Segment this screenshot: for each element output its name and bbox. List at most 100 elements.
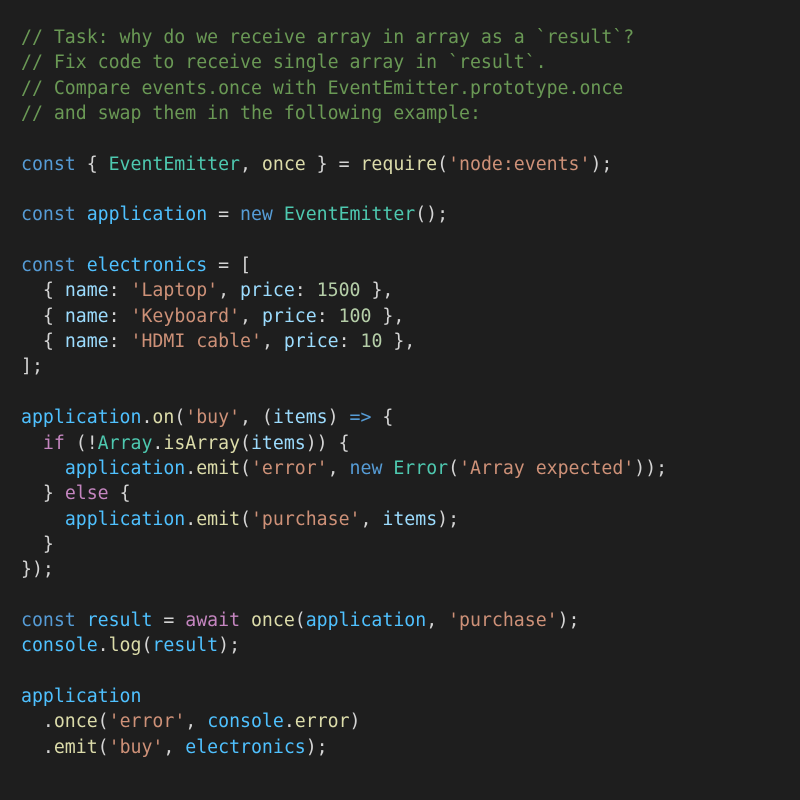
code-token: const: [21, 255, 76, 277]
code-token: :: [108, 280, 131, 302]
code-token: {: [21, 331, 65, 353]
code-token: },: [382, 331, 416, 353]
code-token: 'error': [250, 457, 328, 479]
code-token: = [: [207, 255, 251, 277]
code-token: (: [294, 609, 306, 631]
code-token: .: [185, 508, 197, 530]
code-token: name: [64, 331, 109, 353]
code-token: 'error': [108, 711, 186, 733]
code-line: });: [21, 557, 800, 582]
code-token: log: [108, 635, 142, 657]
code-token: );: [305, 736, 328, 758]
code-token: ];: [21, 356, 43, 378]
code-token: {: [21, 280, 65, 302]
code-token: application: [305, 609, 427, 631]
code-token: );: [218, 635, 241, 657]
code-token: }: [21, 483, 65, 505]
code-token: ,: [426, 609, 449, 631]
code-token: name: [64, 280, 109, 302]
code-token: {: [21, 305, 65, 327]
code-line: // Fix code to receive single array in `…: [21, 50, 800, 75]
code-line: const application = new EventEmitter();: [21, 202, 800, 227]
code-token: 'purchase': [250, 508, 361, 530]
code-token: EventEmitter: [283, 204, 416, 226]
code-token: ();: [415, 204, 449, 226]
code-token: (!: [64, 432, 98, 454]
code-token: application: [64, 508, 186, 530]
code-token: const: [21, 204, 76, 226]
code-token: error: [294, 711, 350, 733]
code-token: ,: [327, 457, 350, 479]
code-token: application: [21, 685, 142, 707]
code-token: :: [294, 280, 317, 302]
code-line: ​: [21, 126, 800, 151]
code-token: else: [64, 483, 109, 505]
code-token: ,: [185, 711, 208, 733]
code-token: items: [272, 407, 328, 429]
code-token: // and swap them in the following exampl…: [21, 103, 481, 125]
code-token: 'Array expected': [459, 457, 635, 479]
code-token: [240, 610, 251, 631]
code-token: , (: [240, 407, 273, 429]
code-token: 'buy': [108, 736, 164, 758]
code-line: { name: 'Laptop', price: 1500 },: [21, 278, 800, 303]
code-line: const result = await once(application, '…: [21, 608, 800, 633]
code-line: application.emit('purchase', items);: [21, 507, 800, 532]
code-line: ​: [21, 228, 800, 253]
code-token: );: [590, 153, 613, 175]
code-token: .: [97, 635, 109, 657]
code-token: await: [185, 609, 241, 631]
code-line: .once('error', console.error): [21, 709, 800, 734]
code-token: ,: [163, 736, 186, 758]
code-token: price: [261, 305, 317, 327]
code-token: ));: [634, 457, 668, 479]
code-token: 1500: [316, 280, 361, 302]
code-token: (: [240, 457, 251, 479]
code-token: console: [207, 711, 284, 733]
code-token: (: [97, 736, 109, 758]
code-token: electronics: [185, 736, 306, 758]
code-line: ​: [21, 177, 800, 202]
code-token: [382, 458, 393, 479]
code-token: .: [283, 711, 295, 733]
code-token: items: [382, 508, 438, 530]
code-token: (: [437, 153, 449, 175]
code-token: if: [42, 432, 65, 454]
code-line: } else {: [21, 481, 800, 506]
code-token: // Task: why do we receive array in arra…: [21, 27, 635, 48]
code-token: (: [240, 432, 251, 454]
code-token: electronics: [86, 255, 208, 277]
code-token: },: [360, 280, 394, 302]
code-line: const { EventEmitter, once } = require('…: [21, 152, 800, 177]
code-token: :: [108, 305, 131, 327]
code-token: once: [250, 609, 295, 631]
code-token: },: [371, 305, 405, 327]
code-token: [76, 255, 87, 276]
code-line: application.emit('error', new Error('Arr…: [21, 456, 800, 481]
code-token: result: [152, 635, 219, 657]
code-token: {: [108, 483, 131, 505]
code-token: application: [86, 204, 208, 226]
code-block[interactable]: // Task: why do we receive array in arra…: [21, 25, 800, 760]
code-token: Array: [97, 432, 153, 454]
code-token: 10: [360, 331, 383, 353]
code-token: ): [327, 407, 350, 429]
code-token: 100: [338, 305, 372, 327]
code-token: =: [207, 204, 241, 226]
code-token: )) {: [305, 432, 350, 454]
code-line: { name: 'HDMI cable', price: 10 },: [21, 329, 800, 354]
code-token: Error: [393, 457, 449, 479]
code-token: ,: [360, 508, 383, 530]
code-token: [21, 433, 43, 454]
code-token: });: [21, 559, 54, 581]
code-line: // Compare events.once with EventEmitter…: [21, 76, 800, 101]
code-token: .: [21, 711, 54, 733]
code-token: [21, 458, 65, 479]
code-token: ,: [240, 305, 262, 327]
code-token: (: [174, 407, 186, 429]
code-token: [273, 204, 284, 225]
code-line: application: [21, 684, 800, 709]
code-token: [21, 509, 65, 530]
code-token: );: [557, 609, 580, 631]
